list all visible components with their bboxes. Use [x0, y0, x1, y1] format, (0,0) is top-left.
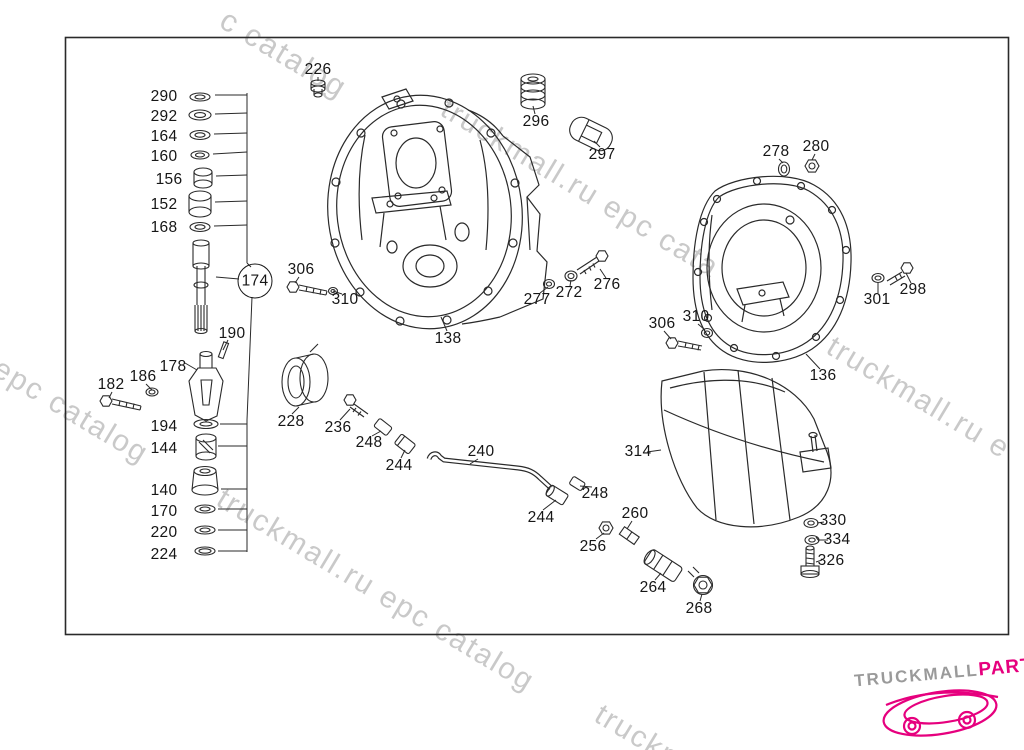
right-parts-drawing: [665, 159, 914, 579]
cover-314-drawing: [660, 369, 832, 528]
middle-parts-drawing: [281, 73, 714, 596]
housing-136-drawing: [692, 175, 852, 363]
diagram-border: [64, 36, 1010, 636]
housing-138-drawing: [327, 88, 548, 330]
logo-car-sketch-icon: [882, 689, 999, 737]
leader-lines: [108, 77, 912, 602]
left-parts-stack-drawing: [99, 92, 230, 556]
